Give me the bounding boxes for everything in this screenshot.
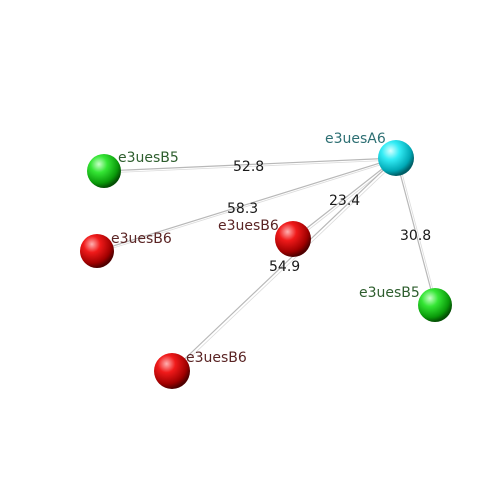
- atom-label-b6-bottom: e3uesB6: [186, 350, 247, 366]
- distance-label-a6-b6b: 23.4: [329, 193, 360, 209]
- distance-label-a6-b5b: 30.8: [400, 228, 431, 244]
- bond-a6-b6a: [96, 157, 397, 254]
- atom-e3uesB6-bottom: [154, 353, 190, 389]
- atom-label-b5-upper-left: e3uesB5: [118, 150, 179, 166]
- bond-a6-b5b: [395, 157, 438, 306]
- distance-label-a6-b6a: 58.3: [227, 201, 258, 217]
- distance-label-a6-b5a: 52.8: [233, 159, 264, 175]
- atom-e3uesB6-left: [80, 234, 114, 268]
- atom-e3uesA6: [378, 140, 414, 176]
- atom-e3uesB5-right: [418, 288, 452, 322]
- atom-label-a6: e3uesA6: [325, 131, 386, 147]
- distance-label-a6-b6c: 54.9: [269, 259, 300, 275]
- bond-a6-b5a: [103, 157, 397, 174]
- atom-label-b6-left: e3uesB6: [111, 231, 172, 247]
- bond-a6-b6c: [171, 157, 399, 374]
- atom-label-b6-center: e3uesB6: [218, 218, 279, 234]
- atom-e3uesB5-upper-left: [87, 154, 121, 188]
- atom-label-b5-right: e3uesB5: [359, 285, 420, 301]
- atom-e3uesB6-center: [275, 221, 311, 257]
